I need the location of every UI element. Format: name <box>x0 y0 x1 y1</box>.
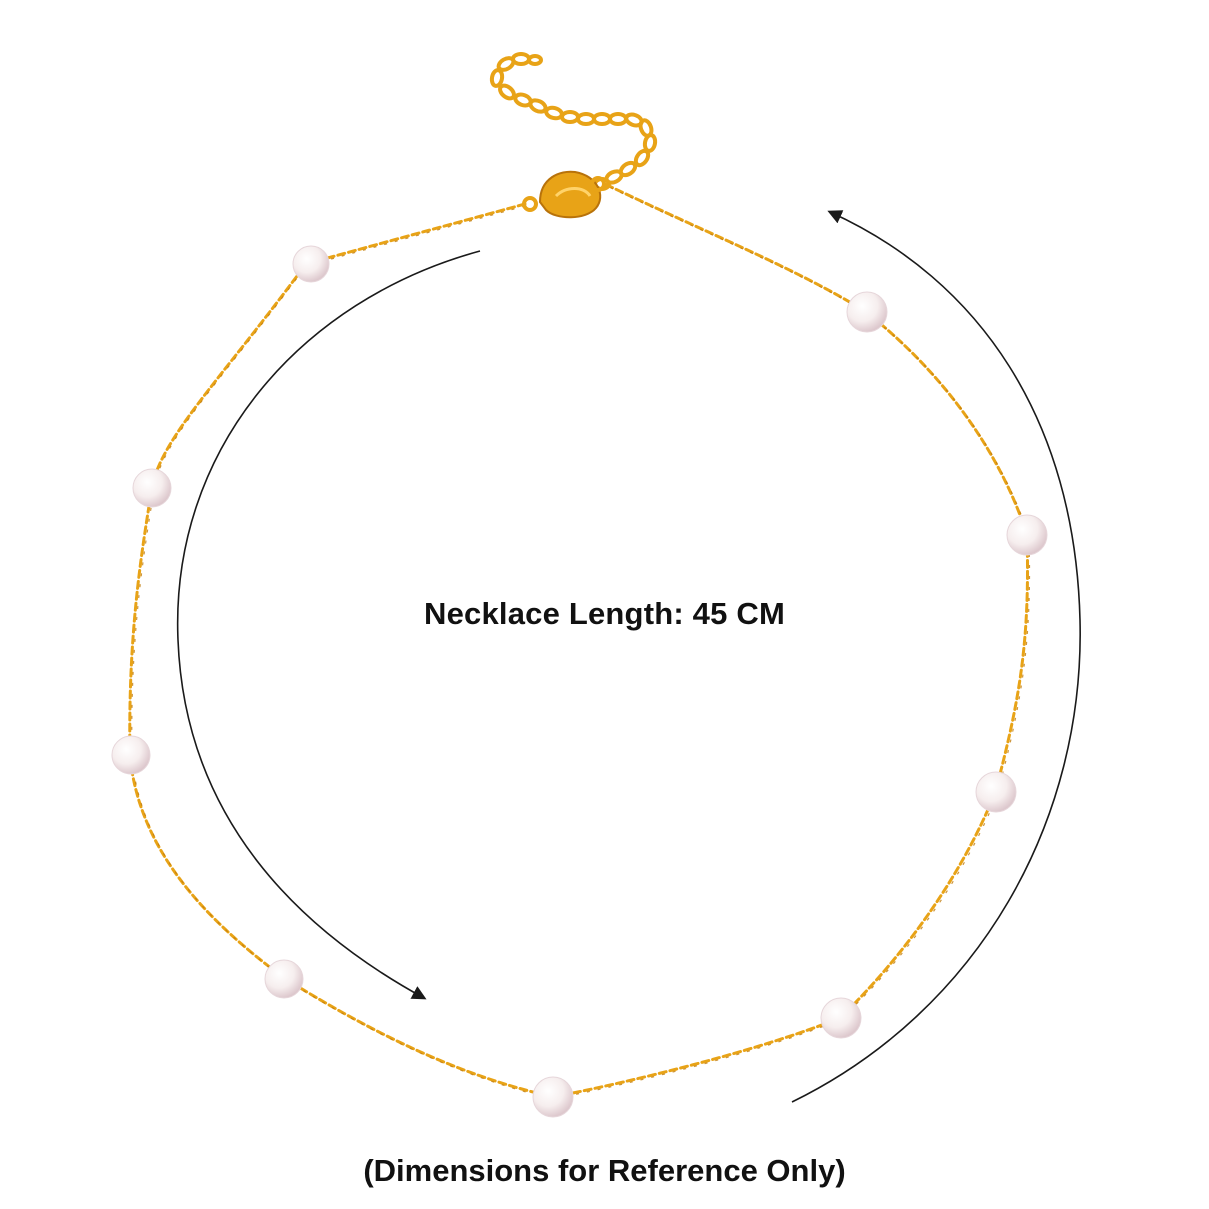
dimensions-disclaimer: (Dimensions for Reference Only) <box>363 1153 846 1188</box>
pearl <box>111 735 151 775</box>
length-arrow-right <box>791 210 1081 1103</box>
pearl <box>132 468 172 508</box>
pearl <box>1006 514 1048 556</box>
pearls <box>111 245 1048 1118</box>
pearl <box>532 1076 574 1118</box>
extender-chain <box>489 52 658 191</box>
lobster-clasp <box>522 170 606 219</box>
necklace-chain-shadow <box>131 184 1031 1100</box>
necklace-length-label: Necklace Length: 45 CM <box>423 596 785 631</box>
pearl <box>292 245 330 283</box>
length-arrow-left <box>176 250 481 1000</box>
necklace-chain <box>128 181 1030 1099</box>
pearl <box>975 771 1017 813</box>
pearl <box>846 291 888 333</box>
pearl <box>264 959 304 999</box>
pearl <box>820 997 862 1039</box>
